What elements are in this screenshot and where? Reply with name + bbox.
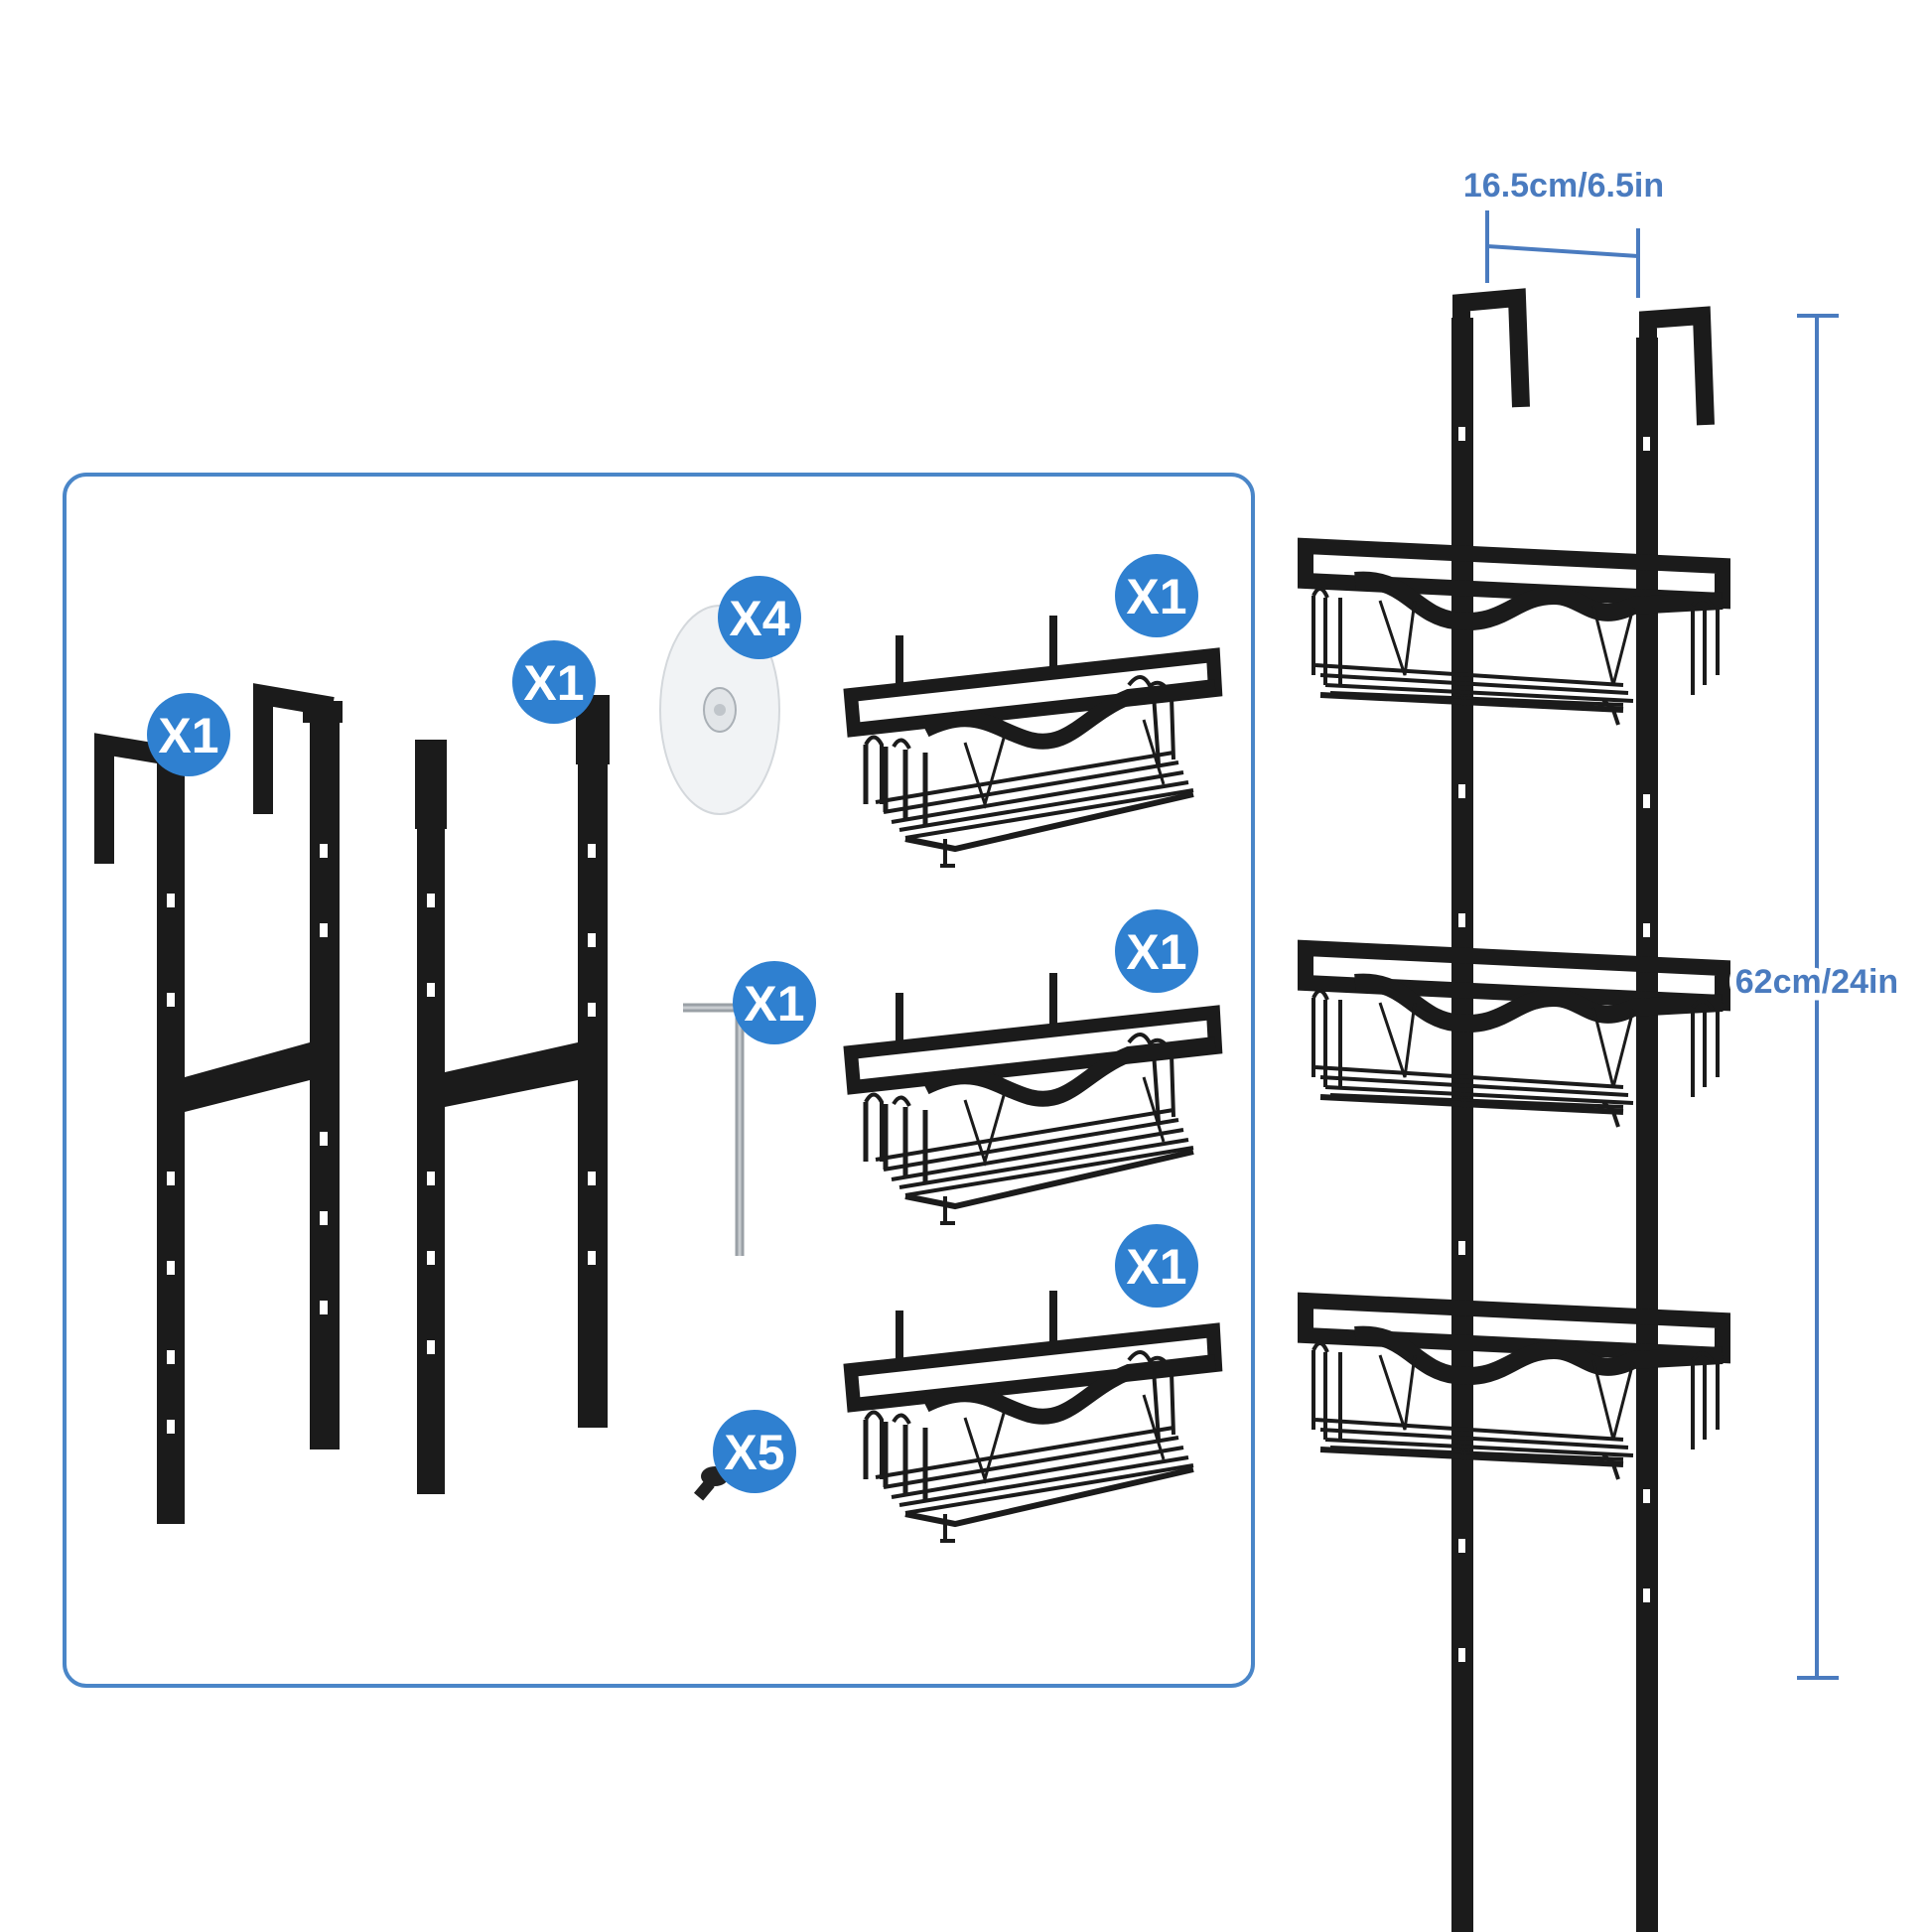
badge-suction-cup: X4 <box>718 576 801 659</box>
basket-3 <box>851 1291 1215 1541</box>
basket-2 <box>851 973 1215 1223</box>
basket-1 <box>851 616 1215 866</box>
badge-extension-frame-text: X1 <box>523 655 584 711</box>
assembled-rack-slots <box>1458 427 1650 1662</box>
badge-basket-2-text: X1 <box>1126 924 1186 980</box>
height-dimension-label: 62cm/24in <box>1735 963 1898 1001</box>
height-dimension <box>1797 314 1839 1680</box>
extension-frame <box>415 695 610 1494</box>
badge-screw: X5 <box>713 1410 796 1493</box>
width-dimension-label: 16.5cm/6.5in <box>1463 167 1664 205</box>
badge-suction-cup-text: X4 <box>729 591 789 646</box>
parts-box <box>63 473 1255 1688</box>
hex-key <box>683 1003 745 1256</box>
badge-basket-1-text: X1 <box>1126 569 1186 624</box>
badge-basket-1: X1 <box>1115 554 1198 637</box>
badge-hex-key-text: X1 <box>744 976 804 1032</box>
assembled-rack <box>1451 288 1715 1932</box>
badge-hook-frame-text: X1 <box>158 708 218 763</box>
assembled-basket-middle <box>1306 948 1723 1127</box>
assembled-basket-top <box>1306 546 1723 725</box>
badge-basket-3-text: X1 <box>1126 1239 1186 1295</box>
assembled-basket-bottom <box>1306 1301 1723 1479</box>
badge-basket-2: X1 <box>1115 909 1198 993</box>
badge-hook-frame: X1 <box>147 693 230 776</box>
extension-frame-slots <box>427 844 596 1354</box>
badge-extension-frame: X1 <box>512 640 596 724</box>
width-dimension <box>1485 210 1640 298</box>
hook-frame-slots <box>167 844 328 1434</box>
badge-screw-text: X5 <box>724 1425 784 1480</box>
hook-frame <box>94 683 343 1524</box>
badge-hex-key: X1 <box>733 961 816 1044</box>
badge-basket-3: X1 <box>1115 1224 1198 1308</box>
